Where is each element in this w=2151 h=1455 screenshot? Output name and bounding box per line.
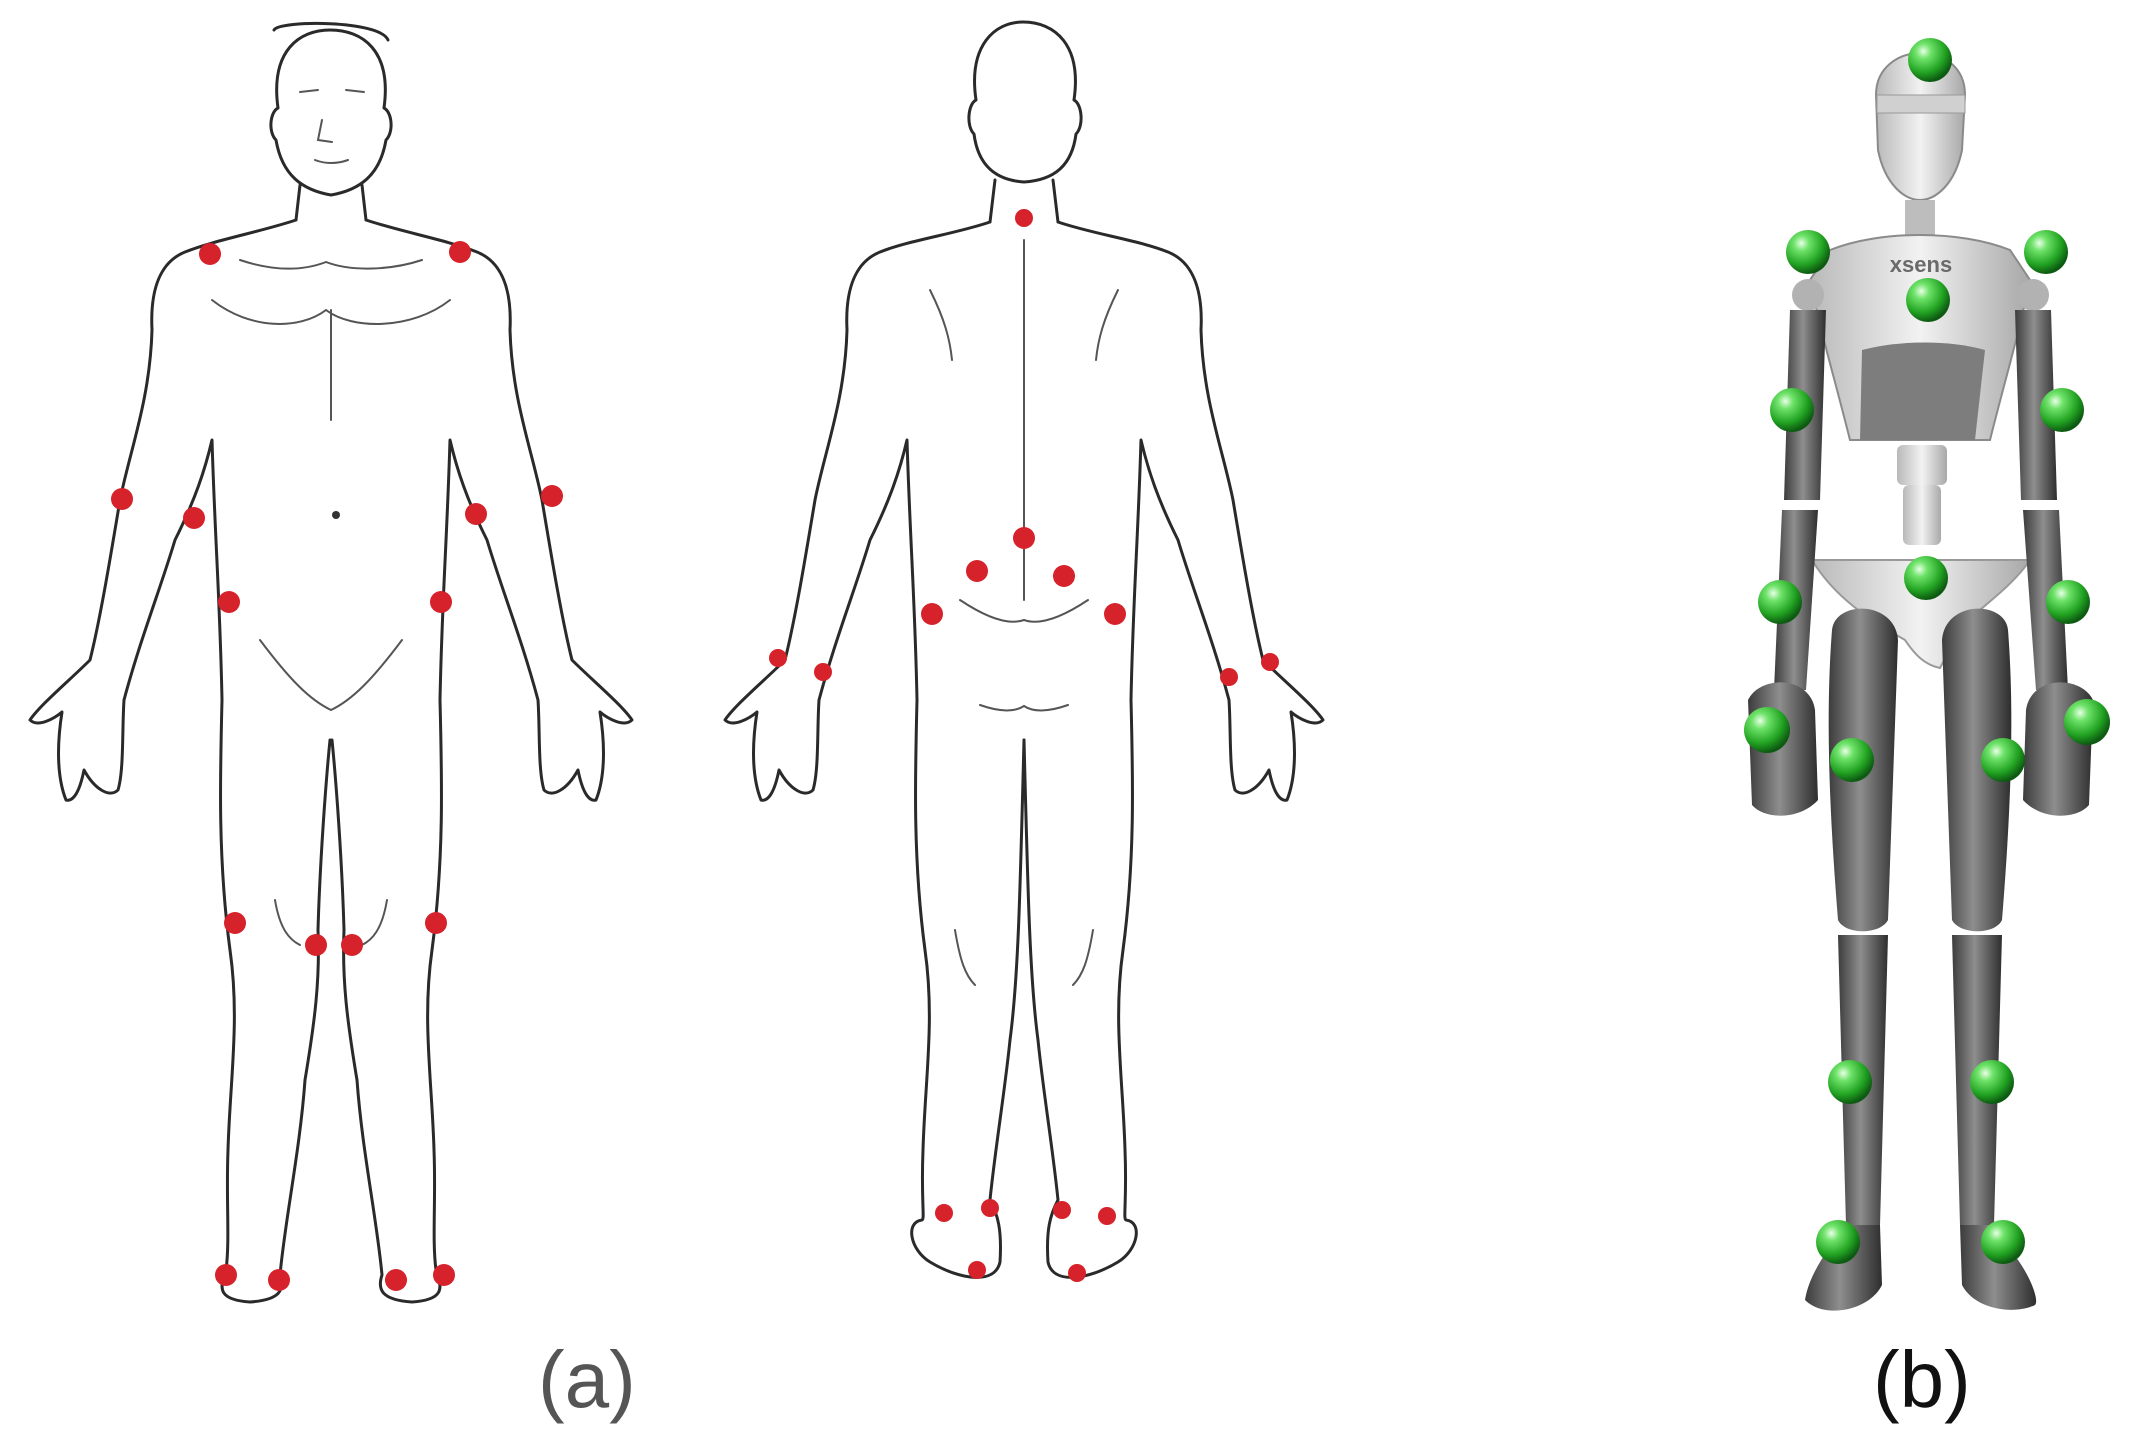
marker-front-foot-inner-left bbox=[385, 1269, 407, 1291]
marker-front-elbow-inner-right bbox=[183, 507, 205, 529]
sensor-forearm-left bbox=[2046, 580, 2090, 624]
front-body-outline bbox=[28, 21, 634, 1304]
sensor-foot-left bbox=[1981, 1220, 2025, 1264]
sensor-hand-left bbox=[2064, 699, 2110, 745]
sensor-thigh-left bbox=[1981, 738, 2025, 782]
marker-back-toe-left bbox=[1068, 1264, 1086, 1282]
marker-front-foot-outer-right bbox=[215, 1264, 237, 1286]
marker-back-pelvis-outer-left bbox=[1104, 603, 1126, 625]
marker-back-toe-right bbox=[968, 1261, 986, 1279]
marker-front-foot-inner-right bbox=[268, 1269, 290, 1291]
marker-back-pelvis-outer-right bbox=[921, 603, 943, 625]
marker-back-pelvis-inner-left bbox=[1053, 565, 1075, 587]
marker-back-heel-inner-right bbox=[981, 1199, 999, 1217]
marker-front-foot-outer-left bbox=[433, 1264, 455, 1286]
xsens-chest-label: xsens bbox=[1890, 252, 1952, 277]
marker-back-heel-inner-left bbox=[1053, 1201, 1071, 1219]
marker-front-hip-left bbox=[430, 591, 452, 613]
sensor-foot-right bbox=[1816, 1220, 1860, 1264]
sensor-sternum bbox=[1906, 278, 1950, 322]
marker-front-shoulder-right bbox=[199, 243, 221, 265]
marker-back-neck bbox=[1015, 209, 1033, 227]
sensor-upper-arm-left bbox=[2040, 388, 2084, 432]
marker-front-knee-inner-right bbox=[305, 934, 327, 956]
marker-front-knee-outer-left bbox=[425, 912, 447, 934]
marker-back-wrist-outer-right bbox=[769, 649, 787, 667]
sensor-upper-arm-right bbox=[1770, 388, 1814, 432]
marker-front-elbow-outer-right bbox=[111, 488, 133, 510]
sensor-hand-right bbox=[1744, 707, 1790, 753]
sensor-shin-right bbox=[1828, 1060, 1872, 1104]
marker-front-shoulder-left bbox=[449, 241, 471, 263]
marker-front-knee-outer-right bbox=[224, 912, 246, 934]
marker-back-wrist-outer-left bbox=[1261, 653, 1279, 671]
marker-back-wrist-inner-left bbox=[1220, 668, 1238, 686]
marker-back-wrist-inner-right bbox=[814, 663, 832, 681]
sensor-head bbox=[1908, 38, 1952, 82]
sensor-pelvis bbox=[1904, 556, 1948, 600]
red-marker-group-back bbox=[769, 209, 1279, 1282]
sensor-thigh-right bbox=[1830, 738, 1874, 782]
sensor-shoulder-right bbox=[1786, 230, 1830, 274]
sensor-shoulder-left bbox=[2024, 230, 2068, 274]
marker-front-elbow-inner-left bbox=[465, 503, 487, 525]
sensor-shin-left bbox=[1970, 1060, 2014, 1104]
marker-back-heel-outer-right bbox=[935, 1204, 953, 1222]
marker-front-knee-inner-left bbox=[341, 934, 363, 956]
marker-back-pelvis-inner-right bbox=[966, 560, 988, 582]
red-marker-group-front bbox=[111, 241, 563, 1291]
panel-b-caption: (b) bbox=[1873, 1335, 1971, 1424]
marker-back-heel-outer-left bbox=[1098, 1207, 1116, 1225]
sensor-forearm-right bbox=[1758, 580, 1802, 624]
marker-front-elbow-outer-left bbox=[541, 485, 563, 507]
marker-back-sacrum bbox=[1013, 527, 1035, 549]
back-body-outline bbox=[723, 20, 1325, 1279]
marker-front-hip-right bbox=[218, 591, 240, 613]
green-sensor-group bbox=[1744, 38, 2110, 1264]
panel-a-caption: (a) bbox=[538, 1335, 636, 1424]
